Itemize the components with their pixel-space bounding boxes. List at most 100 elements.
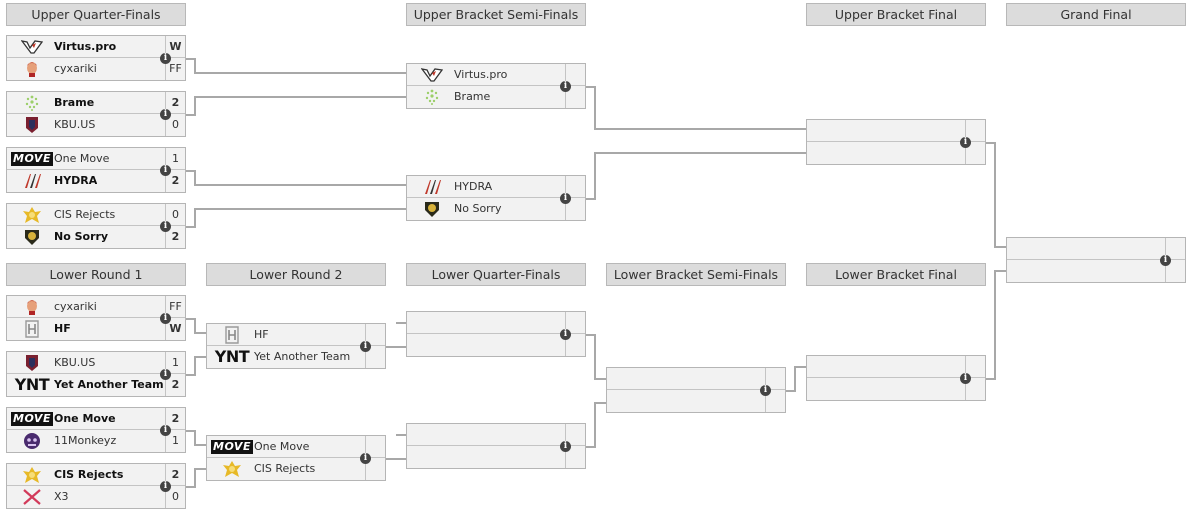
brame-logo [411,88,453,106]
team-slot-t2[interactable]: No Sorry [7,226,165,248]
match-gf[interactable]: i [1006,237,1186,283]
match-info-icon[interactable]: i [160,221,171,232]
cisrejects-logo [211,460,253,478]
team-name[interactable]: HF [54,322,71,335]
match-info-icon[interactable]: i [560,441,571,452]
team-name[interactable]: X3 [54,490,69,503]
team-slot-t2[interactable] [807,142,965,164]
match-lqf1[interactable]: i [406,311,586,357]
team-slot-t1[interactable]: HYDRA [407,176,565,198]
match-info-icon[interactable]: i [160,369,171,380]
team-name[interactable]: KBU.US [54,118,96,131]
team-name[interactable]: CIS Rejects [54,208,116,221]
team-name[interactable]: Brame [454,90,491,103]
match-info-icon[interactable]: i [560,81,571,92]
match-info-icon[interactable]: i [960,137,971,148]
match-lqf2[interactable]: i [406,423,586,469]
match-info-icon[interactable]: i [160,165,171,176]
team-slot-t2[interactable]: 11Monkeyz [7,430,165,452]
team-slot-t2[interactable] [407,446,565,468]
team-name[interactable]: HYDRA [454,180,493,193]
match-lbf[interactable]: i [806,355,986,401]
match-ubf[interactable]: i [806,119,986,165]
match-info-icon[interactable]: i [1160,255,1171,266]
match-info-icon[interactable]: i [560,193,571,204]
team-slot-t1[interactable] [407,312,565,334]
team-slot-t2[interactable]: X3 [7,486,165,508]
match-info-icon[interactable]: i [160,109,171,120]
team-name[interactable]: CIS Rejects [54,468,124,481]
team-slot-t1[interactable]: CIS Rejects [7,464,165,486]
team-name[interactable]: KBU.US [54,356,96,369]
match-info-icon[interactable]: i [760,385,771,396]
team-slot-t2[interactable]: KBU.US [7,114,165,136]
match-info-icon[interactable]: i [160,53,171,64]
match-info-icon[interactable]: i [960,373,971,384]
team-slot-t1[interactable]: HF [207,324,365,346]
match-ubsf2[interactable]: HYDRA No Sorry i [406,175,586,221]
team-slot-t2[interactable]: cyxariki [7,58,165,80]
team-name[interactable]: One Move [54,152,110,165]
team-slot-t1[interactable]: CIS Rejects [7,204,165,226]
match-info-icon[interactable]: i [360,341,371,352]
team-slot-t1[interactable]: cyxariki [7,296,165,318]
team-name[interactable]: cyxariki [54,62,97,75]
team-name[interactable]: 11Monkeyz [54,434,117,447]
team-slot-t2[interactable]: CIS Rejects [207,458,365,480]
team-slot-t1[interactable]: Virtus.pro [407,64,565,86]
team-name[interactable]: HYDRA [54,174,98,187]
team-slot-t2[interactable] [407,334,565,356]
team-name[interactable]: No Sorry [54,230,109,243]
team-slot-t1[interactable] [407,424,565,446]
team-slot-t2[interactable]: HF [7,318,165,340]
team-slot-t2[interactable]: No Sorry [407,198,565,220]
connector [594,378,606,380]
match-info-icon[interactable]: i [160,425,171,436]
team-slot-t2[interactable]: Brame [407,86,565,108]
team-name[interactable]: Brame [54,96,95,109]
team-slot-t1[interactable] [807,356,965,378]
team-name[interactable]: Virtus.pro [454,68,508,81]
match-lbsf[interactable]: i [606,367,786,413]
team-slot-t1[interactable]: Virtus.pro [7,36,165,58]
match-info-icon[interactable]: i [360,453,371,464]
team-name[interactable]: One Move [254,440,310,453]
team-slot-t1[interactable] [807,120,965,142]
team-slot-t1[interactable]: Brame [7,92,165,114]
team-name[interactable]: No Sorry [454,202,502,215]
match-info-icon[interactable]: i [560,329,571,340]
team-slot-t1[interactable] [607,368,765,390]
team-name[interactable]: cyxariki [54,300,97,313]
team-slot-t2[interactable]: HYDRA [7,170,165,192]
team-slot-t2[interactable] [807,378,965,400]
team-name[interactable]: Yet Another Team [254,350,351,363]
team-name[interactable]: Virtus.pro [54,40,117,53]
team-name[interactable]: HF [254,328,269,341]
team-name[interactable]: Yet Another Team [54,378,164,391]
team-slot-t2[interactable] [1007,260,1165,282]
team-slot-t1[interactable]: KBU.US [7,352,165,374]
match-info-icon[interactable]: i [160,313,171,324]
team-name[interactable]: One Move [54,412,116,425]
team-slot-t2[interactable] [607,390,765,412]
team-slot-t1[interactable] [1007,238,1165,260]
header-lower-round-2: Lower Round 2 [206,263,386,286]
match-info-icon[interactable]: i [160,481,171,492]
team-name[interactable]: CIS Rejects [254,462,316,475]
